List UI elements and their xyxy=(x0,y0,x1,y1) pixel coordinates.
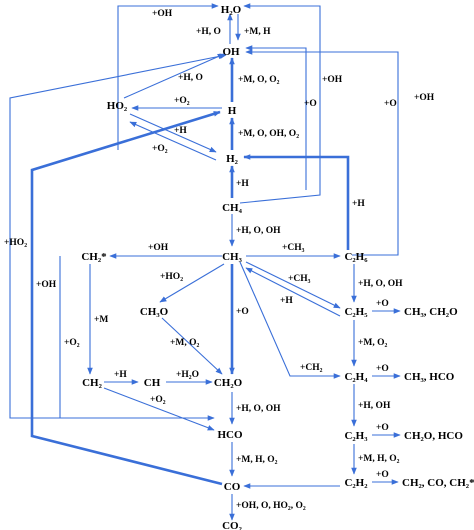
label-o2-left: +O₂ xyxy=(64,338,80,348)
species-ch2s: CH₂* xyxy=(81,251,107,263)
label-ho2-ch3o: +HO₂ xyxy=(160,272,183,282)
species-ch: CH xyxy=(144,377,161,389)
products-c2h5: CH₃, CH₂O xyxy=(404,306,458,318)
label-ch2s-m: +M xyxy=(94,315,108,325)
species-c2h5: C₂H₅ xyxy=(344,306,368,318)
arrow-ch4-to-h2o xyxy=(239,3,321,204)
label-c2h2-prod: +O xyxy=(376,470,389,480)
species-h: H xyxy=(228,105,237,117)
label-co-co2: +OH, O, HO₂, O₂ xyxy=(236,501,306,511)
label-c2h3-c2h2: +M, H, O₂ xyxy=(358,454,400,464)
products-c2h4: CH₃, HCO xyxy=(404,371,455,383)
reaction-arrows xyxy=(9,3,401,521)
label-c2h4-c2h3: +H, OH xyxy=(358,401,391,411)
species-ch2o: CH₂O xyxy=(214,377,243,389)
species-c2h6: C₂H₆ xyxy=(344,251,368,263)
label-m-h: +M, H xyxy=(244,27,271,37)
label-h-c2h6: +H xyxy=(352,199,365,209)
label-c2h5-prod: +O xyxy=(376,299,389,309)
label-h-oh: +M, O, O₂ xyxy=(238,75,280,85)
species-ch4: CH₄ xyxy=(222,202,243,214)
label-c2h3-prod: +O xyxy=(376,423,389,433)
label-ch3-ch2: +CH₂ xyxy=(300,363,323,373)
species-h2o: H₂O xyxy=(221,4,242,16)
arrow-ch2-to-hco xyxy=(103,387,215,431)
label-ch3-c2h6: +CH₃ xyxy=(282,243,305,253)
label-hco-co: +M, H, O₂ xyxy=(236,455,278,465)
arrow-h2-to-ho2 xyxy=(129,121,217,161)
label-oh-left: +OH xyxy=(36,280,57,290)
species-c2h4: C₂H₄ xyxy=(344,371,368,383)
species-nodes: H₂O OH HO₂ H H₂ CH₄ CH₃ CH₂* C₂H₆ CH₃O C… xyxy=(81,4,474,530)
label-h2o-ch: +H₂O xyxy=(176,370,199,380)
arrow-c2h5-to-ch3 xyxy=(245,267,341,317)
species-co2: CO₂ xyxy=(222,520,243,530)
label-oh-h2o: +H, O xyxy=(196,27,221,37)
label-c2h5-c2h4: +M, O₂ xyxy=(358,338,388,348)
label-oh-right: +OH xyxy=(322,75,343,85)
arrow-ch2s-to-hco xyxy=(59,256,215,421)
label-ch2o-hco: +H, O, OH xyxy=(236,404,281,414)
label-o-ch2o: +O xyxy=(236,307,249,317)
label-o-mid: +O xyxy=(304,99,317,109)
label-h-ch4: +H xyxy=(236,179,249,189)
label-ho2-oh: +H, O xyxy=(178,73,203,83)
label-ho2-left: +HO₂ xyxy=(4,238,27,248)
label-ch4-ch3: +H, O, OH xyxy=(236,226,281,236)
species-ch3: CH₃ xyxy=(222,251,243,263)
arrow-o-loop-to-oh xyxy=(245,45,307,190)
arrow-co-to-h xyxy=(30,110,223,486)
label-ch3o-ch2o: +M, O₂ xyxy=(170,338,200,348)
label-c2h5-ch3: +CH₃ xyxy=(288,274,311,284)
label-h-ho2: +H xyxy=(174,126,187,136)
arrow-ch3o-to-ch2o xyxy=(161,317,223,375)
label-h-ch: +H xyxy=(114,370,127,380)
label-c2h6-c2h5: +H, O, OH xyxy=(358,279,403,289)
species-c2h3: C₂H₃ xyxy=(344,430,368,442)
label-oh-ch3-ch2s: +OH xyxy=(148,243,169,253)
products-c2h3: CH₂O, HCO xyxy=(404,430,463,442)
label-c2h4-prod: +O xyxy=(376,364,389,374)
arrow-ch3-to-c2h5 xyxy=(245,261,341,309)
species-c2h2: C₂H₂ xyxy=(344,477,368,489)
label-oh-top: +OH xyxy=(152,9,173,19)
arrow-ho2-to-oh xyxy=(123,53,225,99)
arrow-c2h6-to-oh xyxy=(245,49,399,256)
species-ch2: CH₂ xyxy=(82,377,103,389)
species-hco: HCO xyxy=(217,429,243,441)
label-o2-hco: +O₂ xyxy=(150,395,166,405)
species-ho2: HO₂ xyxy=(107,100,128,112)
arrow-c2h6-to-h2 xyxy=(243,154,350,250)
label-oh-far-right: +OH xyxy=(414,93,435,103)
label-h2-h: +M, O, OH, O₂ xyxy=(238,129,299,139)
label-o2-ho2: +O₂ xyxy=(174,96,190,106)
species-oh: OH xyxy=(222,46,240,58)
arrow-oh-loop-to-h2o xyxy=(117,3,219,150)
arrow-ch3-to-c2h4 xyxy=(239,261,341,379)
species-co: CO xyxy=(224,481,241,493)
arrow-ho2-to-h2 xyxy=(129,113,217,153)
label-o2-h2: +O₂ xyxy=(152,144,168,154)
species-ch3o: CH₃O xyxy=(140,306,169,318)
arrow-ch3-to-ch3o xyxy=(159,263,225,303)
products-c2h2: CH₂, CO, CH₂* xyxy=(402,477,474,489)
label-h-c2h5: +H xyxy=(280,296,293,306)
reaction-labels: +OH +H, O +M, H +OH +O +O +OH +H, O +M, … xyxy=(4,9,435,511)
species-h2: H₂ xyxy=(226,153,239,165)
label-o-right: +O xyxy=(384,99,397,109)
